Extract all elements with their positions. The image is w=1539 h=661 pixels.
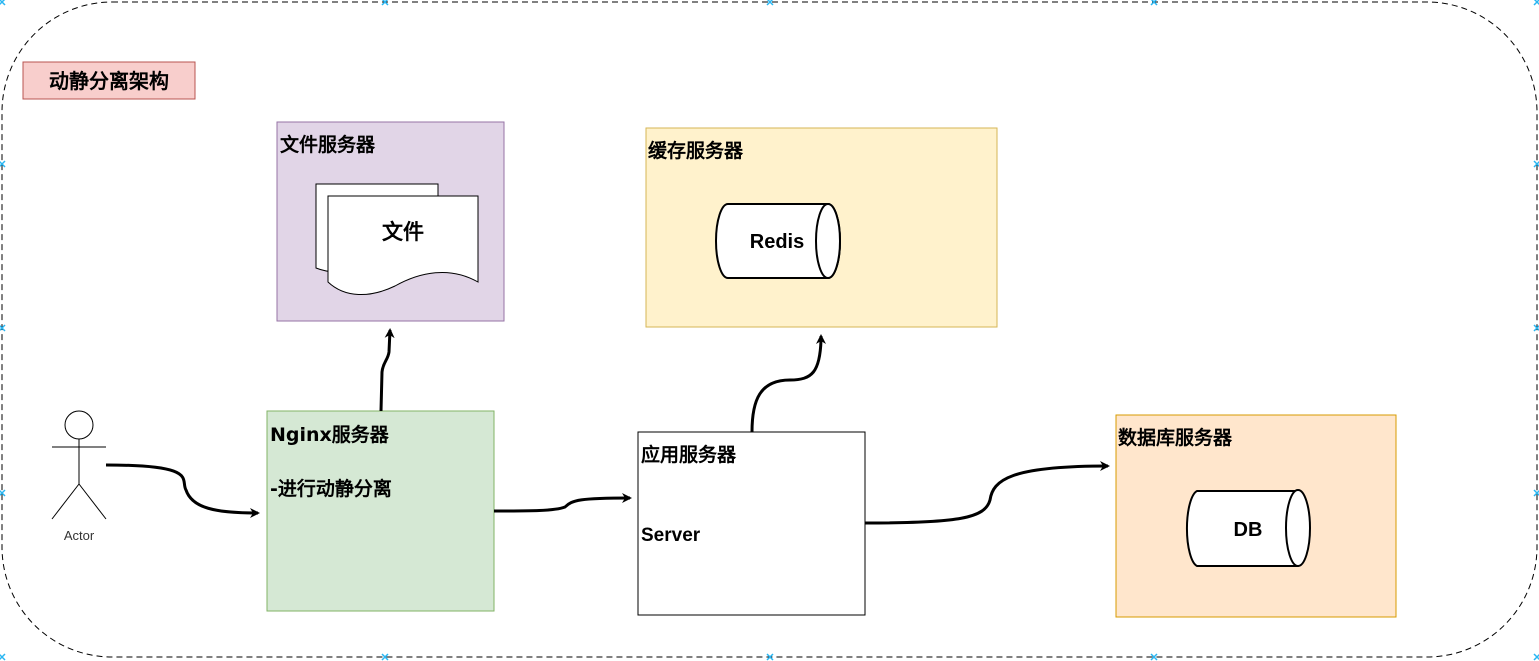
redis-cylinder-icon[interactable]: Redis <box>715 203 841 279</box>
resize-handle[interactable] <box>0 160 6 168</box>
app-server-title: 应用服务器 <box>641 443 737 466</box>
resize-handle[interactable] <box>0 324 6 332</box>
resize-handle[interactable] <box>0 653 6 661</box>
file-server-node[interactable]: 文件服务器 文件 <box>276 121 505 322</box>
edge-nginx-to-app-server[interactable] <box>493 493 632 513</box>
document-label: 文件 <box>382 220 424 244</box>
edge-app-to-cache-server[interactable] <box>750 334 826 433</box>
db-server-node[interactable]: 数据库服务器 DB <box>1115 414 1397 618</box>
db-cylinder-icon[interactable]: DB <box>1185 489 1311 567</box>
resize-handle[interactable] <box>1533 0 1539 6</box>
nginx-subtitle: -进行动静分离 <box>270 477 392 500</box>
edge-actor-to-nginx[interactable] <box>105 463 260 518</box>
document-icon[interactable]: 文件 <box>315 183 479 296</box>
resize-handle[interactable] <box>1150 0 1158 6</box>
app-server-subtitle: Server <box>641 525 701 546</box>
resize-handle[interactable] <box>381 653 389 661</box>
redis-label: Redis <box>750 231 804 253</box>
file-server-title: 文件服务器 <box>280 133 376 156</box>
app-server-node[interactable]: 应用服务器 Server <box>637 431 866 616</box>
resize-handle[interactable] <box>1533 160 1539 168</box>
nginx-title: Nginx服务器 <box>270 423 390 446</box>
db-server-title: 数据库服务器 <box>1118 426 1233 449</box>
resize-handle[interactable] <box>1150 653 1158 661</box>
resize-handle[interactable] <box>1533 653 1539 661</box>
resize-handle[interactable] <box>0 0 6 6</box>
resize-handle[interactable] <box>0 489 6 497</box>
cache-server-node[interactable]: 缓存服务器 Redis <box>645 127 998 328</box>
db-label: DB <box>1234 519 1263 541</box>
actor-figure[interactable]: Actor <box>51 410 107 543</box>
resize-handle[interactable] <box>381 0 389 6</box>
resize-handle[interactable] <box>1533 489 1539 497</box>
nginx-server-node[interactable]: Nginx服务器 -进行动静分离 <box>266 410 495 612</box>
resize-handle[interactable] <box>766 653 774 661</box>
edges <box>105 328 1110 525</box>
edge-app-to-db-server[interactable] <box>864 461 1110 525</box>
diagram-title: 动静分离架构 <box>49 69 169 93</box>
resize-handle[interactable] <box>766 0 774 6</box>
edge-nginx-to-file-server[interactable] <box>379 328 395 412</box>
cache-server-title: 缓存服务器 <box>648 139 744 162</box>
title-box[interactable]: 动静分离架构 <box>22 61 196 100</box>
actor-label: Actor <box>64 528 95 543</box>
resize-handle[interactable] <box>1533 324 1539 332</box>
